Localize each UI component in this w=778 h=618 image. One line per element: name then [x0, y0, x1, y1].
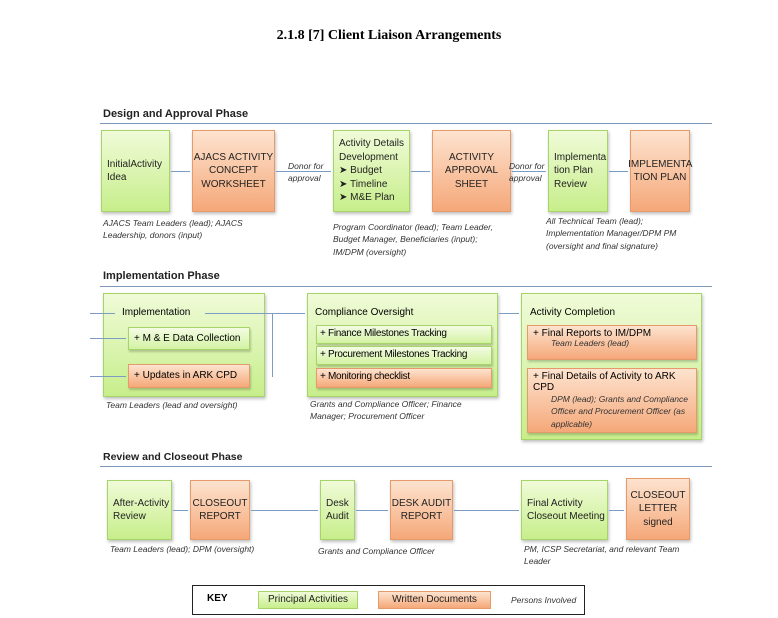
phase-heading-design: Design and Approval Phase — [103, 108, 249, 120]
connector — [205, 313, 305, 314]
implementation-plan-box: IMPLEMENTA TION PLAN — [628, 130, 692, 212]
procurement-tracking-box: + Procurement Milestones Tracking — [316, 346, 492, 365]
connector — [512, 171, 546, 172]
connector — [90, 338, 126, 339]
after-activity-review-box: After-Activity Review — [107, 480, 172, 540]
donor-approval-label: Donor for approval — [288, 161, 324, 184]
connector — [90, 313, 115, 314]
desk-audit-report-box: DESK AUDIT REPORT — [390, 480, 453, 540]
details-item: ➤ Budget — [339, 165, 382, 177]
final-reports-box: + Final Reports to IM/DPM Team Leaders (… — [527, 325, 697, 360]
persons-involved: AJACS Team Leaders (lead); AJACS Leaders… — [103, 218, 243, 241]
details-item: ➤ M&E Plan — [339, 192, 395, 204]
persons-involved: Team Leaders (lead and oversight) — [106, 400, 238, 410]
compliance-title: Compliance Oversight — [315, 307, 414, 318]
connector — [173, 510, 188, 511]
persons-involved: Grants and Compliance Officer — [318, 546, 435, 556]
key-persons-involved: Persons Involved — [511, 595, 577, 605]
page-title: 2.1.8 [7] Client Liaison Arrangements — [276, 28, 502, 43]
details-item: ➤ Timeline — [339, 178, 388, 190]
me-data-collection-box: + M & E Data Collection — [128, 327, 250, 350]
approval-sheet-box: ACTIVITY APPROVAL SHEET — [432, 130, 511, 212]
concept-worksheet-box: AJACS ACTIVITY CONCEPT WORKSHEET — [192, 130, 275, 212]
updates-ark-cpd-box: + Updates in ARK CPD — [128, 364, 250, 388]
final-details-label: + Final Details of Activity to ARK CPD — [533, 371, 676, 393]
closeout-letter-box: CLOSEOUT LETTER signed — [626, 478, 690, 540]
initial-activity-box: InitialActivity Idea — [101, 130, 170, 212]
plan-review-box: Implementa tion Plan Review — [548, 130, 608, 212]
phase-heading-implementation: Implementation Phase — [103, 270, 220, 282]
implementation-title: Implementation — [122, 307, 191, 318]
key-principal-activities: Principal Activities — [258, 591, 358, 609]
persons-involved: PM, ICSP Secretariat, and relevant Team … — [524, 544, 680, 567]
donor-approval-label: Donor for approval — [509, 161, 545, 184]
legend-key: KEY Principal Activities Written Documen… — [192, 585, 585, 615]
completion-title: Activity Completion — [530, 307, 616, 318]
connector — [90, 376, 126, 377]
connector — [609, 510, 624, 511]
connector — [609, 171, 628, 172]
persons-involved: All Technical Team (lead); Implementatio… — [546, 216, 677, 251]
final-details-persons: DPM (lead); Grants and Compliance Office… — [551, 394, 689, 429]
desk-audit-box: Desk Audit — [320, 480, 355, 540]
connector — [251, 510, 318, 511]
divider — [100, 286, 712, 287]
connector — [454, 510, 519, 511]
final-reports-label: + Final Reports to IM/DPM — [533, 328, 652, 339]
connector — [356, 510, 388, 511]
connector — [411, 171, 430, 172]
key-label: KEY — [207, 593, 228, 604]
phase-heading-review: Review and Closeout Phase — [103, 451, 243, 463]
final-details-box: + Final Details of Activity to ARK CPD D… — [527, 368, 697, 433]
connector — [272, 313, 273, 377]
connector — [276, 171, 331, 172]
connector — [499, 313, 519, 314]
connector — [171, 171, 190, 172]
divider — [100, 466, 712, 467]
persons-involved: Program Coordinator (lead); Team Leader,… — [333, 222, 493, 257]
divider — [100, 123, 712, 124]
details-title: Activity Details Development — [339, 138, 405, 163]
key-written-documents: Written Documents — [378, 591, 491, 609]
persons-involved: Grants and Compliance Officer; Finance M… — [310, 399, 462, 422]
finance-tracking-box: + Finance Milestones Tracking — [316, 325, 492, 344]
persons-involved: Team Leaders (lead); DPM (oversight) — [110, 544, 255, 554]
activity-details-box: Activity Details Development ➤ Budget ➤ … — [333, 130, 410, 212]
closeout-report-box: CLOSEOUT REPORT — [190, 480, 250, 540]
final-reports-persons: Team Leaders (lead) — [551, 338, 630, 348]
final-closeout-meeting-box: Final Activity Closeout Meeting — [521, 480, 608, 540]
monitoring-checklist-box: + Monitoring checklist — [316, 368, 492, 388]
